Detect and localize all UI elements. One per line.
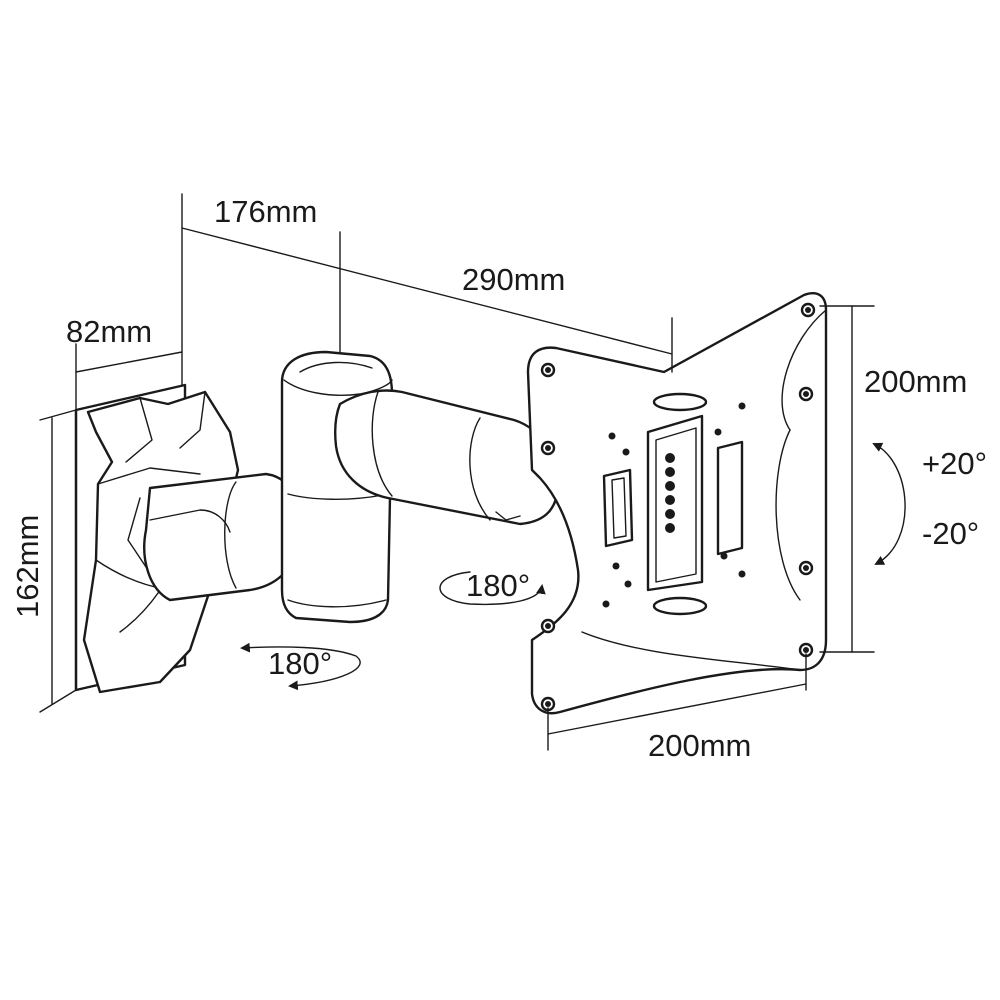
label-tilt-up: +20° (922, 446, 987, 481)
label-arm-long: 290mm (462, 262, 565, 297)
label-wall-plate-height: 162mm (10, 515, 45, 618)
label-vesa-vertical: 200mm (864, 364, 967, 399)
label-arm-short: 176mm (214, 194, 317, 229)
vesa-mounting-plate (526, 292, 828, 715)
second-arm (334, 389, 560, 526)
label-tilt-down: -20° (922, 516, 979, 551)
label-swivel-arm: 180° (268, 646, 332, 681)
label-swivel-head: 180° (466, 568, 530, 603)
dimension-lines (39, 193, 875, 751)
rotation-arrows (240, 442, 906, 691)
dimension-labels: 82mm 176mm 290mm 162mm 200mm 200mm +20° … (10, 194, 987, 763)
first-arm (143, 472, 303, 602)
label-vesa-horizontal: 200mm (648, 728, 751, 763)
label-wall-depth: 82mm (66, 314, 152, 349)
